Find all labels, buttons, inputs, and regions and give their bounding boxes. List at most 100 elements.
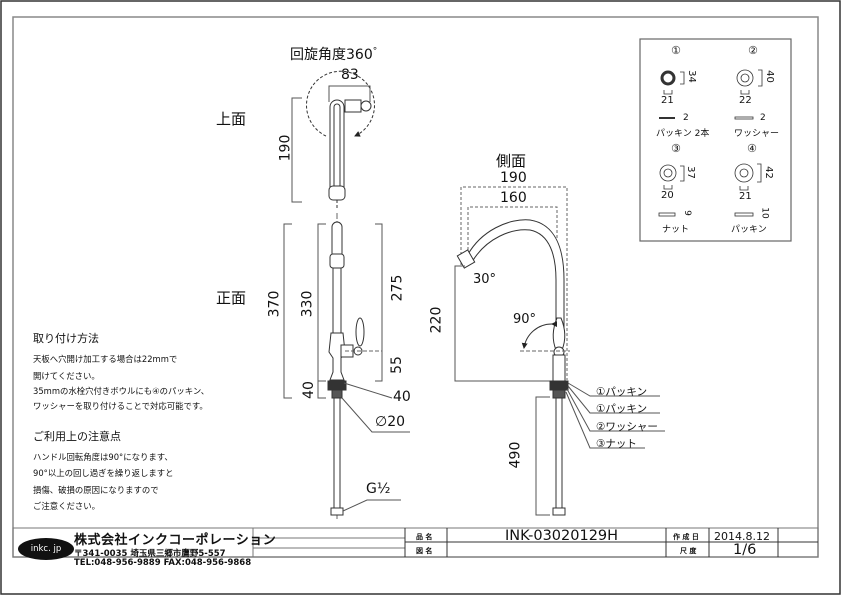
dim-190-top: 190 xyxy=(277,134,294,162)
company-contact: TEL:048-956-9889 FAX:048-956-9868 xyxy=(74,558,252,568)
install-line-2: 開けてください。 xyxy=(33,371,100,381)
dim-190-side: 190 xyxy=(500,170,527,186)
dim-330: 330 xyxy=(299,290,316,318)
leader-packing-2 xyxy=(567,385,660,414)
dim-370-line xyxy=(283,223,292,399)
company-logo: inkc. jp xyxy=(18,538,74,560)
front-base-nut xyxy=(327,380,347,391)
callout-nut: ③ナット xyxy=(596,438,637,450)
part4-number: ④ xyxy=(747,142,757,155)
part1-name: パッキン 2本 xyxy=(656,129,710,139)
leader-20 xyxy=(341,397,410,433)
top-view-label: 上面 xyxy=(216,110,247,128)
part2-name: ワッシャー xyxy=(734,129,780,139)
front-riser xyxy=(332,267,342,334)
install-title: 取り付け方法 xyxy=(33,332,99,345)
part1-width: 21 xyxy=(661,95,674,106)
leader-nut xyxy=(565,391,645,449)
caution-line-1: ハンドル回転角度は90°になります、 xyxy=(33,452,173,462)
caution-line-2: 90°以上の回し過ぎを繰り返しますと xyxy=(33,468,174,478)
dim-190-side-line xyxy=(460,186,568,380)
caution-line-3: 損傷、破損の原因になりますので xyxy=(33,485,159,495)
company-address: 〒341-0035 埼玉県三郷市鷹野5-557 xyxy=(74,549,226,559)
company-name: 株式会社インクコーポレーション xyxy=(74,533,277,548)
part1-ring xyxy=(660,70,676,86)
top-handle-body xyxy=(344,99,362,113)
leader-washer xyxy=(566,388,665,432)
title-block xyxy=(12,527,819,558)
dim-g-half: G½ xyxy=(366,481,391,497)
part2-ring xyxy=(736,69,754,87)
part1-number: ① xyxy=(671,44,681,57)
product-label: 品 名 xyxy=(416,533,433,541)
front-hose-fitting xyxy=(330,507,344,516)
caution-line-4: ご注意ください。 xyxy=(33,501,100,511)
leader-40 xyxy=(343,382,393,399)
install-line-1: 天板へ穴開け加工する場合は22mmで xyxy=(33,354,178,364)
dim-190-top-line xyxy=(291,97,302,203)
drawing-label: 図 名 xyxy=(416,547,433,555)
date-label: 作 成 日 xyxy=(673,533,699,541)
side-gooseneck-outer xyxy=(465,219,565,330)
front-hose xyxy=(333,397,341,509)
dim-490-line xyxy=(535,396,550,516)
scale-value: 1/6 xyxy=(733,542,757,558)
side-view-label: 側面 xyxy=(496,152,527,170)
dim-thread-20: ∅20 xyxy=(375,414,406,430)
callout-packing-2: ①パッキン xyxy=(596,403,648,415)
part2-thickness: 2 xyxy=(760,113,766,123)
angle-spout: 30° xyxy=(473,272,497,287)
part3-thickness: 9 xyxy=(681,210,692,216)
part3-ring xyxy=(659,164,677,182)
front-view-label: 正面 xyxy=(216,289,247,307)
side-angle-arc xyxy=(521,321,558,349)
dim-490: 490 xyxy=(507,441,524,469)
dim-275-line xyxy=(375,223,383,382)
rotation-arc xyxy=(306,70,375,137)
part2-number: ② xyxy=(748,44,758,57)
dim-160-side-line xyxy=(467,206,558,250)
install-line-4: ワッシャーを取り付けることで対応可能です。 xyxy=(33,401,208,411)
top-view xyxy=(291,70,375,210)
date-value: 2014.8.12 xyxy=(714,530,770,543)
part3-height: 37 xyxy=(684,166,696,179)
front-view xyxy=(283,213,410,520)
part3-number: ③ xyxy=(671,142,681,155)
side-handle-lever xyxy=(552,317,566,351)
side-view xyxy=(454,186,665,516)
part4-width: 21 xyxy=(739,191,752,202)
side-base-thread xyxy=(552,389,566,399)
dim-370: 370 xyxy=(266,290,283,318)
dim-83: 83 xyxy=(341,67,359,83)
part3-name: ナット xyxy=(662,225,690,235)
part4-ring xyxy=(734,163,754,183)
dim-330-line xyxy=(317,223,326,382)
side-base-nut xyxy=(549,380,569,391)
side-body xyxy=(552,354,566,382)
part3-width: 20 xyxy=(661,190,674,201)
parts-box xyxy=(639,38,792,242)
part2-height: 40 xyxy=(763,70,775,83)
angle-handle: 90° xyxy=(513,312,537,327)
side-aerator xyxy=(456,249,476,269)
side-hose-fitting xyxy=(552,507,566,516)
part1-height: 34 xyxy=(685,70,697,83)
front-spout-collar xyxy=(329,253,345,269)
top-spout-end xyxy=(328,185,346,201)
rotation-degree-mark: ° xyxy=(372,46,378,57)
part4-thickness: 10 xyxy=(759,207,770,219)
dim-275: 275 xyxy=(389,274,406,302)
leader-packing-1 xyxy=(567,382,660,397)
callout-packing-1: ①パッキン xyxy=(596,386,648,398)
part2-width: 22 xyxy=(739,95,752,106)
dim-220: 220 xyxy=(428,306,445,334)
parts-box-frame xyxy=(639,38,792,242)
scale-label: 尺 度 xyxy=(680,547,697,555)
leader-g12 xyxy=(342,499,401,512)
side-hose xyxy=(555,397,563,509)
product-value: INK-03020129H xyxy=(505,528,619,544)
front-base-thread xyxy=(331,389,343,399)
install-line-3: 35mmの水栓穴付きボウルにも④のパッキン、 xyxy=(33,386,210,396)
